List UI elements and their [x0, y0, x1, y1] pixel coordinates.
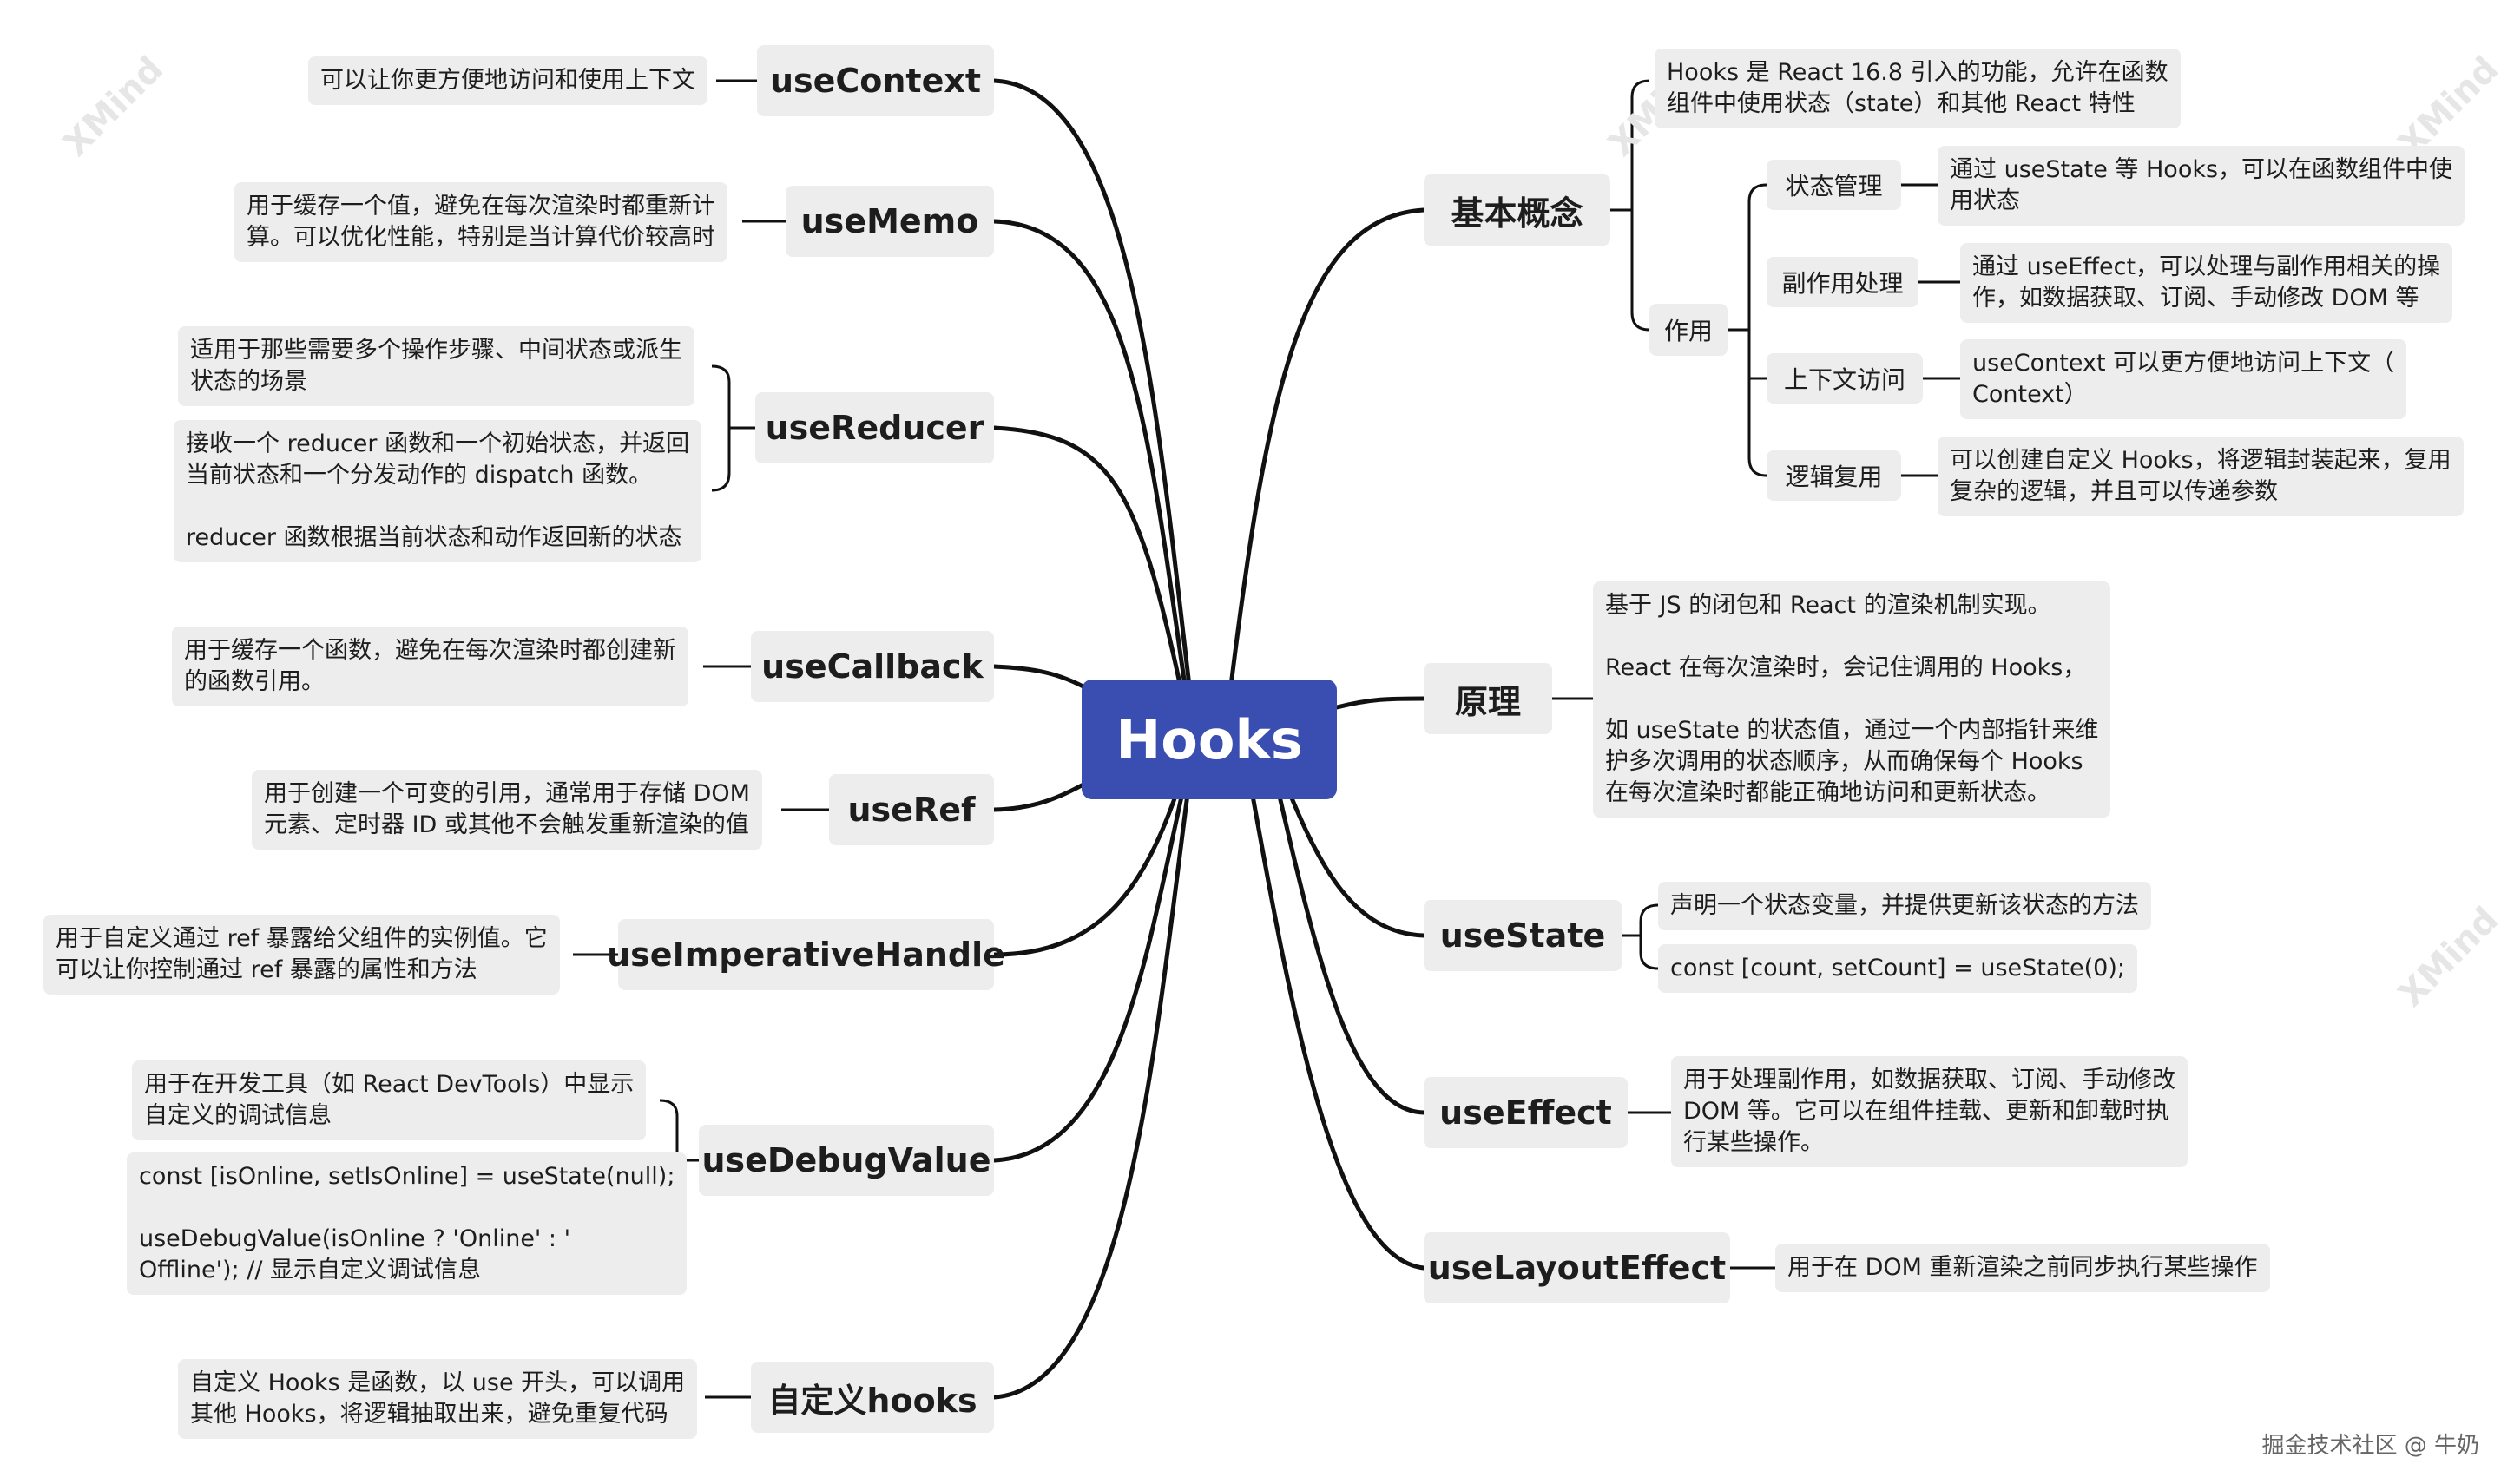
- leaf-role-state: 通过 useState 等 Hooks，可以在函数组件中使 用状态: [1938, 146, 2465, 226]
- leaf-usestate-1: 声明一个状态变量，并提供更新该状态的方法: [1658, 882, 2151, 930]
- leaf-customhooks: 自定义 Hooks 是函数，以 use 开头，可以调用 其他 Hooks，将逻辑…: [178, 1359, 698, 1439]
- node-role-effect[interactable]: 副作用处理: [1767, 257, 1918, 307]
- node-principle[interactable]: 原理: [1424, 663, 1552, 734]
- node-usedebugvalue[interactable]: useDebugValue: [699, 1125, 994, 1196]
- leaf-role-reuse: 可以创建自定义 Hooks，将逻辑封装起来，复用 复杂的逻辑，并且可以传递参数: [1938, 437, 2464, 516]
- leaf-usedebugvalue-1: 用于在开发工具（如 React DevTools）中显示 自定义的调试信息: [132, 1060, 647, 1140]
- leaf-usecontext: 可以让你更方便地访问和使用上下文: [308, 56, 707, 105]
- node-usecontext[interactable]: useContext: [757, 45, 994, 116]
- link-useimperative: [991, 778, 1183, 957]
- leaf-uselayouteffect: 用于在 DOM 重新渲染之前同步执行某些操作: [1775, 1244, 2270, 1292]
- node-role-context[interactable]: 上下文访问: [1767, 353, 1923, 404]
- leaf-role-context: useContext 可以更方便地访问上下文（ Context）: [1960, 339, 2407, 419]
- node-role-reuse[interactable]: 逻辑复用: [1767, 450, 1901, 501]
- link-usememo: [991, 219, 1188, 688]
- leaf-usememo: 用于缓存一个值，避免在每次渲染时都重新计 算。可以优化性能，特别是当计算代价较高…: [234, 182, 727, 262]
- node-useimperativehandle[interactable]: useImperativeHandle: [607, 919, 1005, 990]
- node-usereducer[interactable]: useReducer: [755, 392, 994, 463]
- leaf-usestate-2: const [count, setCount] = useState(0);: [1658, 944, 2137, 993]
- link-useeffect: [1273, 778, 1426, 1115]
- leaf-principle: 基于 JS 的闭包和 React 的渲染机制实现。 React 在每次渲染时，会…: [1593, 581, 2111, 818]
- node-uselayouteffect[interactable]: useLayoutEffect: [1424, 1232, 1730, 1303]
- leaf-useimperativehandle: 用于自定义通过 ref 暴露给父组件的实例值。它 可以让你控制通过 ref 暴露…: [43, 915, 560, 995]
- link-basic: [1228, 207, 1426, 688]
- node-usememo[interactable]: useMemo: [786, 186, 994, 257]
- link-usecontext: [991, 78, 1192, 688]
- link-useref: [991, 778, 1092, 812]
- link-customhooks: [991, 778, 1192, 1400]
- node-usestate[interactable]: useState: [1424, 900, 1622, 971]
- leaf-basic-intro: Hooks 是 React 16.8 引入的功能，允许在函数 组件中使用状态（s…: [1655, 49, 2181, 128]
- link-usestate: [1282, 778, 1426, 938]
- node-useref[interactable]: useRef: [829, 774, 994, 845]
- node-customhooks[interactable]: 自定义hooks: [751, 1362, 994, 1433]
- node-role-state[interactable]: 状态管理: [1767, 160, 1901, 210]
- leaf-usedebugvalue-2: const [isOnline, setIsOnline] = useState…: [127, 1152, 688, 1295]
- link-usereducer: [991, 425, 1183, 690]
- leaf-role-effect: 通过 useEffect，可以处理与副作用相关的操 作，如数据获取、订阅、手动修…: [1960, 243, 2453, 323]
- node-usecallback[interactable]: useCallback: [751, 631, 994, 702]
- root-node[interactable]: Hooks: [1082, 680, 1337, 799]
- node-role[interactable]: 作用: [1649, 304, 1728, 356]
- node-useeffect[interactable]: useEffect: [1424, 1077, 1628, 1148]
- leaf-usereducer-1: 适用于那些需要多个操作步骤、中间状态或派生 状态的场景: [178, 326, 694, 406]
- node-basic-concept[interactable]: 基本概念: [1424, 174, 1610, 246]
- link-usecallback: [991, 664, 1092, 693]
- link-principle: [1334, 696, 1426, 710]
- leaf-useeffect: 用于处理副作用，如数据获取、订阅、手动修改 DOM 等。它可以在组件挂载、更新和…: [1671, 1056, 2188, 1167]
- link-uselayout: [1247, 778, 1426, 1271]
- leaf-usereducer-2: 接收一个 reducer 函数和一个初始状态，并返回 当前状态和一个分发动作的 …: [174, 420, 702, 562]
- footer-credit: 掘金技术社区 @ 牛奶: [2261, 1433, 2479, 1459]
- link-usedebug: [991, 778, 1188, 1163]
- leaf-usecallback: 用于缓存一个函数，避免在每次渲染时都创建新 的函数引用。: [172, 627, 688, 706]
- leaf-useref: 用于创建一个可变的引用，通常用于存储 DOM 元素、定时器 ID 或其他不会触发…: [252, 770, 762, 850]
